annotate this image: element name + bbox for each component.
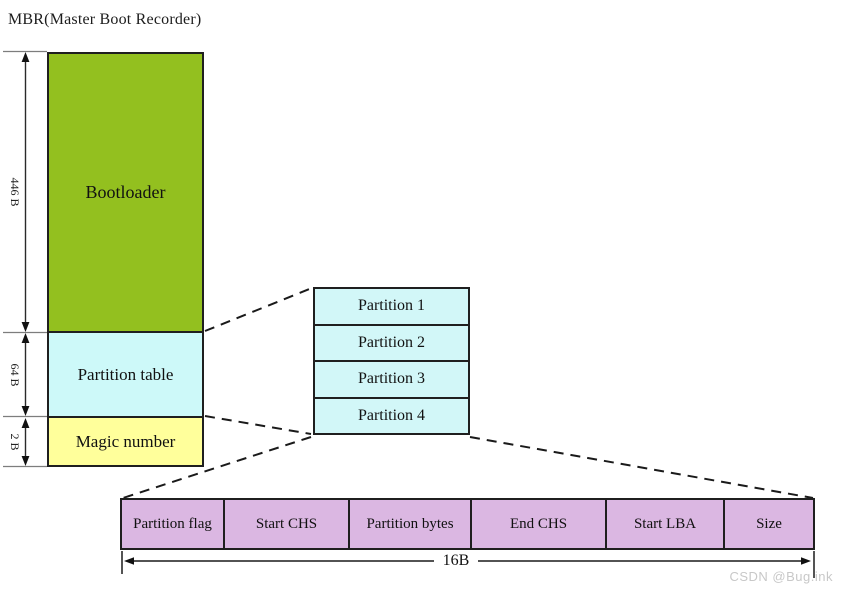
bootloader-label: Bootloader	[85, 182, 166, 202]
record-field-start-chs: Start CHS	[225, 500, 350, 548]
magic-number-label: Magic number	[75, 431, 176, 451]
size-label-2b: 2 B	[8, 433, 22, 451]
partition-list: Partition 1 Partition 2 Partition 3 Part…	[313, 287, 470, 435]
partition-table-section: Partition table	[47, 331, 204, 418]
partition-entry-record: Partition flag Start CHS Partition bytes…	[120, 498, 815, 550]
bootloader-section: Bootloader	[47, 52, 204, 333]
total-width-label: 16B	[442, 552, 470, 569]
partition-row: Partition 2	[315, 326, 468, 362]
record-field-partition-bytes: Partition bytes	[350, 500, 472, 548]
partition-table-label: Partition table	[77, 364, 174, 384]
record-field-start-lba: Start LBA	[607, 500, 725, 548]
diagram-title: MBR(Master Boot Recorder)	[8, 11, 202, 28]
partition-row: Partition 1	[315, 289, 468, 326]
record-field-end-chs: End CHS	[472, 500, 607, 548]
watermark: CSDN @Bug.ink	[729, 569, 833, 584]
size-label-64b: 64 B	[8, 363, 22, 387]
record-field-partition-flag: Partition flag	[122, 500, 225, 548]
mbr-stack: Bootloader Partition table Magic number	[47, 52, 204, 467]
partition-row: Partition 4	[357, 406, 426, 424]
magic-number-section: Magic number	[47, 416, 204, 467]
size-label-446b: 446 B	[8, 177, 22, 207]
partition-row: Partition 3	[315, 362, 468, 399]
record-field-size: Size	[756, 515, 782, 532]
